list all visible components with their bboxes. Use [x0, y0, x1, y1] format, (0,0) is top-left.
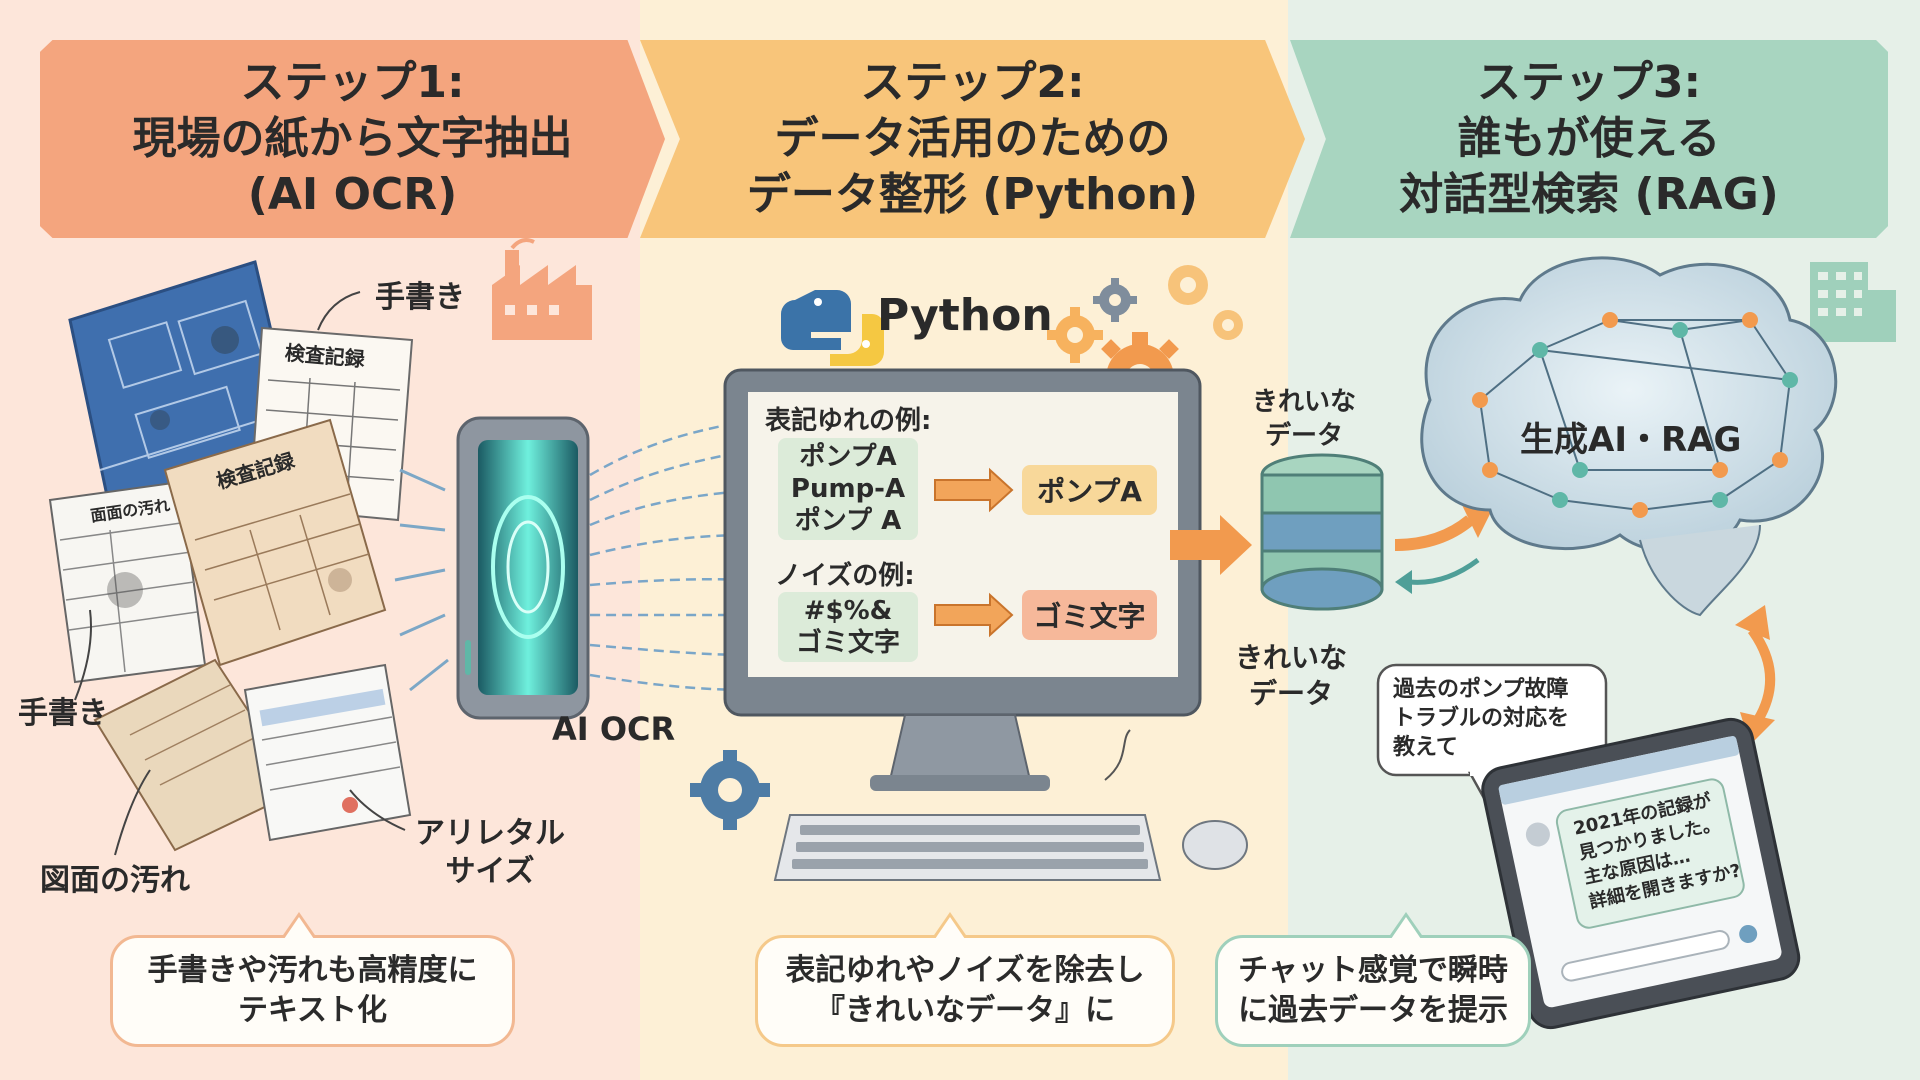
step2-summary-line2: 『きれいなデータ』に	[815, 993, 1115, 1028]
question-text: 過去のポンプ故障 トラブルの対応を 教えて	[1393, 675, 1569, 762]
step2-title-line3: データ整形 (Python)	[746, 169, 1199, 220]
step3-summary-line1: チャット感覚で瞬時	[1238, 953, 1508, 988]
clean-data-label-top: きれいな データ	[1252, 385, 1356, 453]
scan-arrows	[394, 468, 449, 692]
step1-summary-line2: テキスト化	[237, 993, 388, 1028]
to-database-arrow	[1170, 515, 1252, 575]
transform-arrow	[934, 467, 1014, 513]
step2-summary-callout: 表記ゆれやノイズを除去し 『きれいなデータ』に	[755, 912, 1175, 1047]
clean-data-label-bottom: きれいな データ	[1235, 640, 1347, 712]
variation-heading: 表記ゆれの例:	[765, 406, 932, 436]
step1-summary-callout: 手書きや汚れも高精度に テキスト化	[110, 912, 515, 1047]
gear-icon	[1168, 265, 1243, 340]
step2-banner: ステップ2: データ活用のための データ整形 (Python)	[640, 40, 1305, 238]
step3-title-line3: 対話型検索 (RAG)	[1399, 169, 1779, 220]
noise-item: #$%&	[803, 596, 893, 626]
noise-examples-box: #$%& ゴミ文字	[778, 592, 918, 662]
ocr-tablet-device	[456, 416, 590, 720]
transform-arrow	[934, 592, 1014, 638]
aged-inspection-record	[163, 418, 387, 667]
variation-item: Pump-A	[790, 474, 906, 504]
noise-result-chip: ゴミ文字	[1022, 590, 1157, 640]
alternate-size-line1: アリレタル	[415, 816, 565, 851]
variation-item: ポンプ A	[794, 506, 902, 536]
step2-title-line1: ステップ2:	[860, 57, 1085, 108]
gear-icon	[690, 750, 770, 830]
step3-title-line2: 誰もが使える	[1457, 113, 1721, 164]
variation-examples-box: ポンプA Pump-A ポンプ A	[778, 438, 918, 540]
python-logo-icon	[781, 290, 884, 366]
database-icon	[1260, 453, 1384, 611]
step2-summary-line1: 表記ゆれやノイズを除去し	[785, 953, 1145, 988]
keyboard	[773, 814, 1162, 881]
stained-sheet-document	[48, 480, 207, 684]
python-label: Python	[877, 290, 1053, 341]
step1-title-line2: 現場の紙から文字抽出	[132, 113, 573, 164]
to-rag-arrow	[1394, 505, 1492, 594]
step2-title-line2: データ活用のための	[774, 113, 1171, 164]
form-document	[243, 663, 412, 842]
step3-title-line1: ステップ3:	[1476, 57, 1702, 108]
generative-ai-rag-label: 生成AI・RAG	[1520, 420, 1742, 460]
variation-item: ポンプA	[799, 442, 897, 472]
ai-ocr-label: AI OCR	[552, 710, 676, 748]
alternate-size-line2: サイズ	[445, 854, 535, 889]
variation-result-chip: ポンプA	[1022, 465, 1157, 515]
handwriting-label-top: 手書き	[375, 280, 465, 315]
factory-icon	[492, 238, 592, 340]
noise-item: ゴミ文字	[795, 628, 900, 658]
step1-title-line3: (AI OCR)	[247, 169, 458, 220]
step1-summary-line1: 手書きや汚れも高精度に	[147, 953, 478, 988]
drawing-stain-label: 図面の汚れ	[40, 863, 190, 898]
noise-heading: ノイズの例:	[775, 561, 915, 591]
brain-network-icon	[1420, 256, 1838, 617]
mouse	[1104, 729, 1248, 870]
step1-banner: ステップ1: 現場の紙から文字抽出 (AI OCR)	[40, 40, 665, 238]
clean-data-top-line2: データ	[1265, 421, 1344, 451]
step3-banner: ステップ3: 誰もが使える 対話型検索 (RAG)	[1290, 40, 1888, 238]
question-line: トラブルの対応を	[1393, 706, 1570, 731]
step3-summary-callout: チャット感覚で瞬時 に過去データを提示	[1215, 912, 1531, 1047]
step3-summary-line2: に過去データを提示	[1238, 993, 1508, 1028]
label-pointers	[74, 291, 406, 856]
clean-data-bottom-line2: データ	[1249, 677, 1334, 710]
building-icon	[1810, 262, 1896, 342]
step1-title-line1: ステップ1:	[240, 57, 465, 108]
question-line: 教えて	[1393, 735, 1458, 760]
question-line: 過去のポンプ故障	[1393, 677, 1569, 702]
handwriting-label-left: 手書き	[18, 696, 108, 731]
gear-icon	[1093, 278, 1137, 322]
alternate-size-label: アリレタル サイズ	[415, 815, 565, 891]
clean-data-bottom-line1: きれいな	[1235, 641, 1348, 674]
gear-icon	[1047, 307, 1103, 363]
chat-tablet-device	[1481, 717, 1801, 1030]
clean-data-top-line1: きれいな	[1252, 387, 1357, 417]
